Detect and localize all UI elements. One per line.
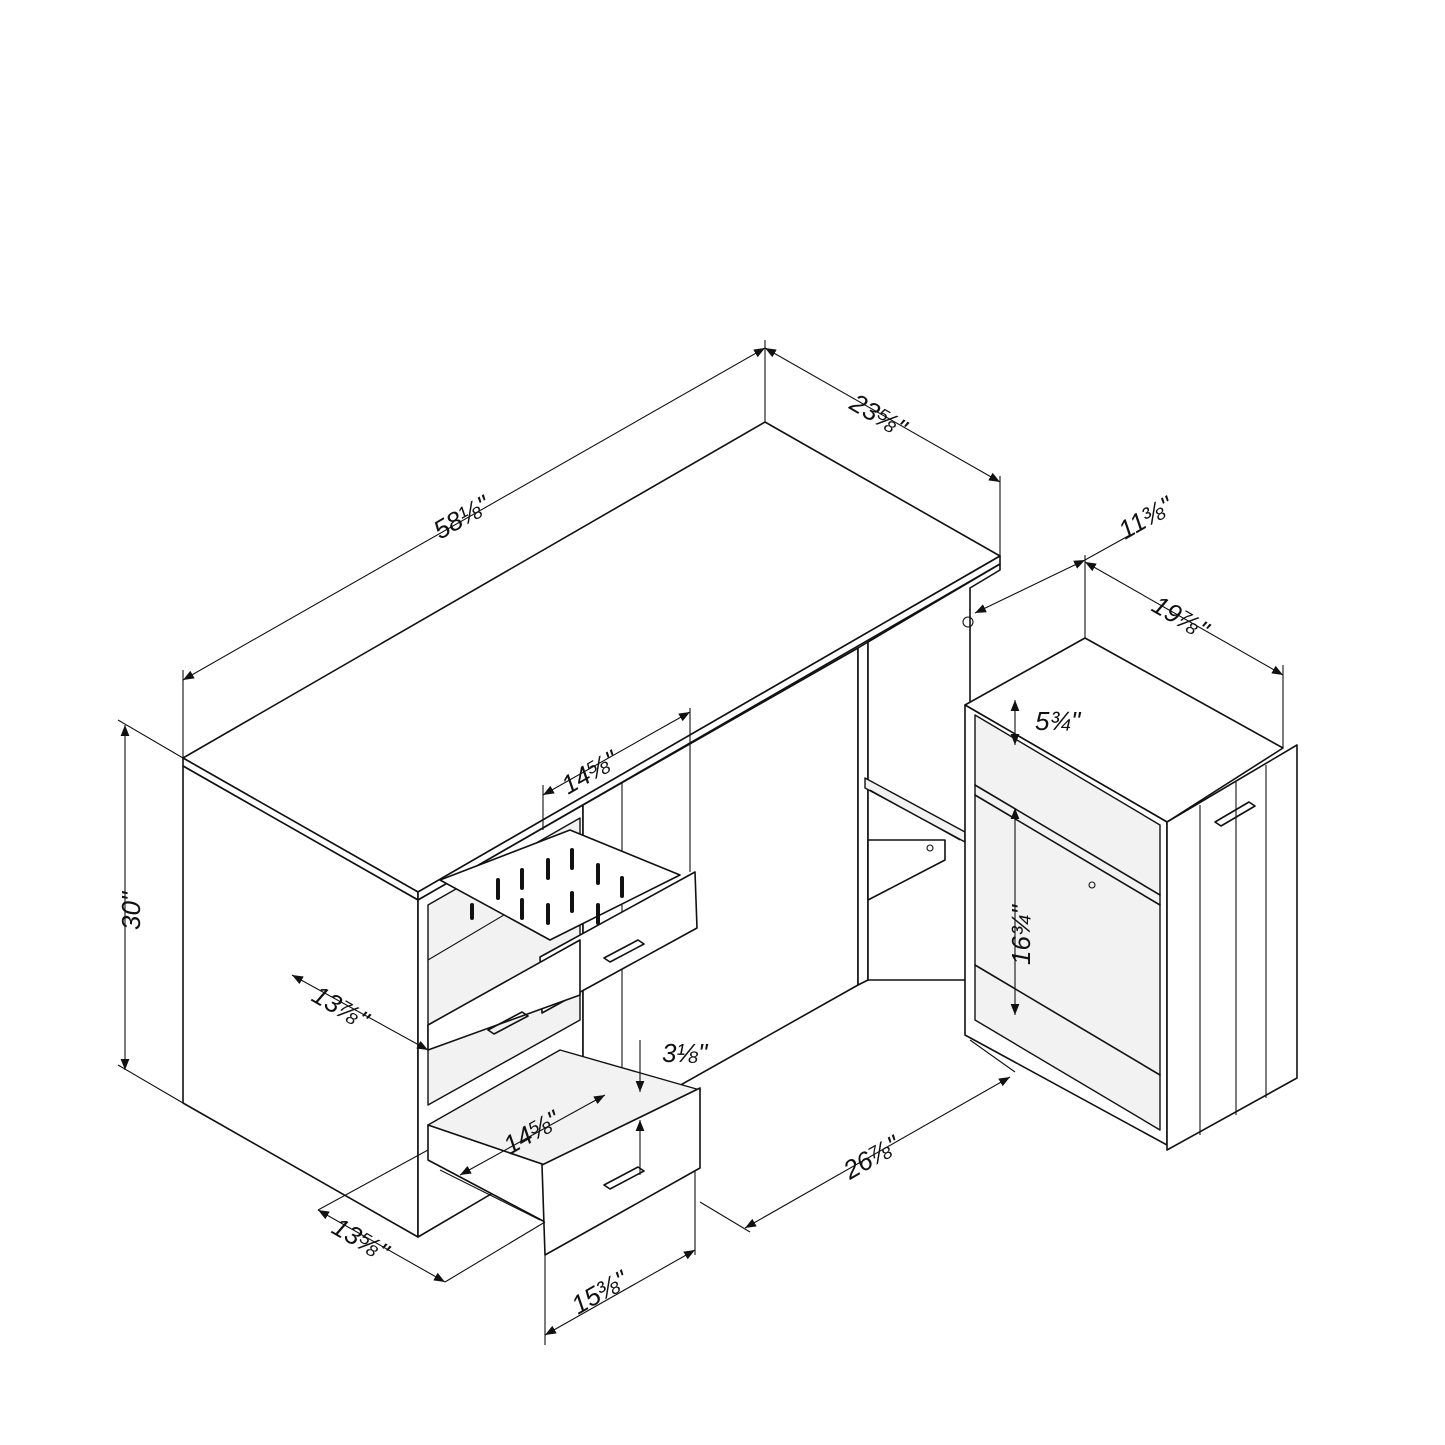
closed-drawer-middle bbox=[427, 939, 581, 1051]
cabinet-lower-shelf bbox=[974, 964, 1161, 1076]
label-desk-width: 58⅛" bbox=[428, 488, 496, 545]
label-desk-height: 30" bbox=[116, 890, 146, 930]
cam-hole bbox=[962, 616, 974, 628]
label-cabinet-depth: 19⅞" bbox=[1147, 589, 1215, 646]
drawer-handle-icon bbox=[603, 939, 645, 963]
label-drawer-front-width: 15⅜" bbox=[566, 1263, 634, 1320]
drawer-rail bbox=[439, 1169, 541, 1221]
drawer-handle-icon bbox=[603, 1166, 645, 1190]
label-desk-depth: 23⅝" bbox=[844, 387, 913, 444]
door-handle-icon bbox=[1214, 801, 1256, 827]
stretcher bbox=[867, 839, 946, 901]
stretcher-hole bbox=[926, 844, 934, 852]
drawer-handle-icon bbox=[487, 1011, 529, 1035]
slide-rail-line bbox=[869, 789, 961, 841]
label-bottom-drawer-height: 3⅛" bbox=[662, 1038, 709, 1068]
closed-drawer-middle-front bbox=[427, 939, 581, 1051]
label-drawer-depth: 13⅝" bbox=[327, 1211, 395, 1268]
open-drawer-top-box bbox=[439, 829, 681, 941]
cabinet-interior bbox=[974, 714, 1161, 1131]
label-cabinet-width: 11⅜" bbox=[1113, 489, 1180, 545]
open-drawer-bottom-front bbox=[541, 1087, 701, 1256]
cabinet-upper-shelf-edge bbox=[974, 794, 1161, 906]
desk bbox=[182, 421, 1001, 1256]
cabinet-hole bbox=[1088, 881, 1096, 889]
label-kneespace-width: 26⅞" bbox=[837, 1128, 906, 1185]
cabinet-upper-shelf bbox=[974, 784, 1161, 896]
label-cabinet-top-height: 5¾" bbox=[1035, 706, 1082, 736]
dimension-lines bbox=[117, 340, 1284, 1345]
label-cabinet-bottom-height: 16¾" bbox=[1006, 903, 1036, 965]
right-leg-panel bbox=[857, 641, 869, 986]
